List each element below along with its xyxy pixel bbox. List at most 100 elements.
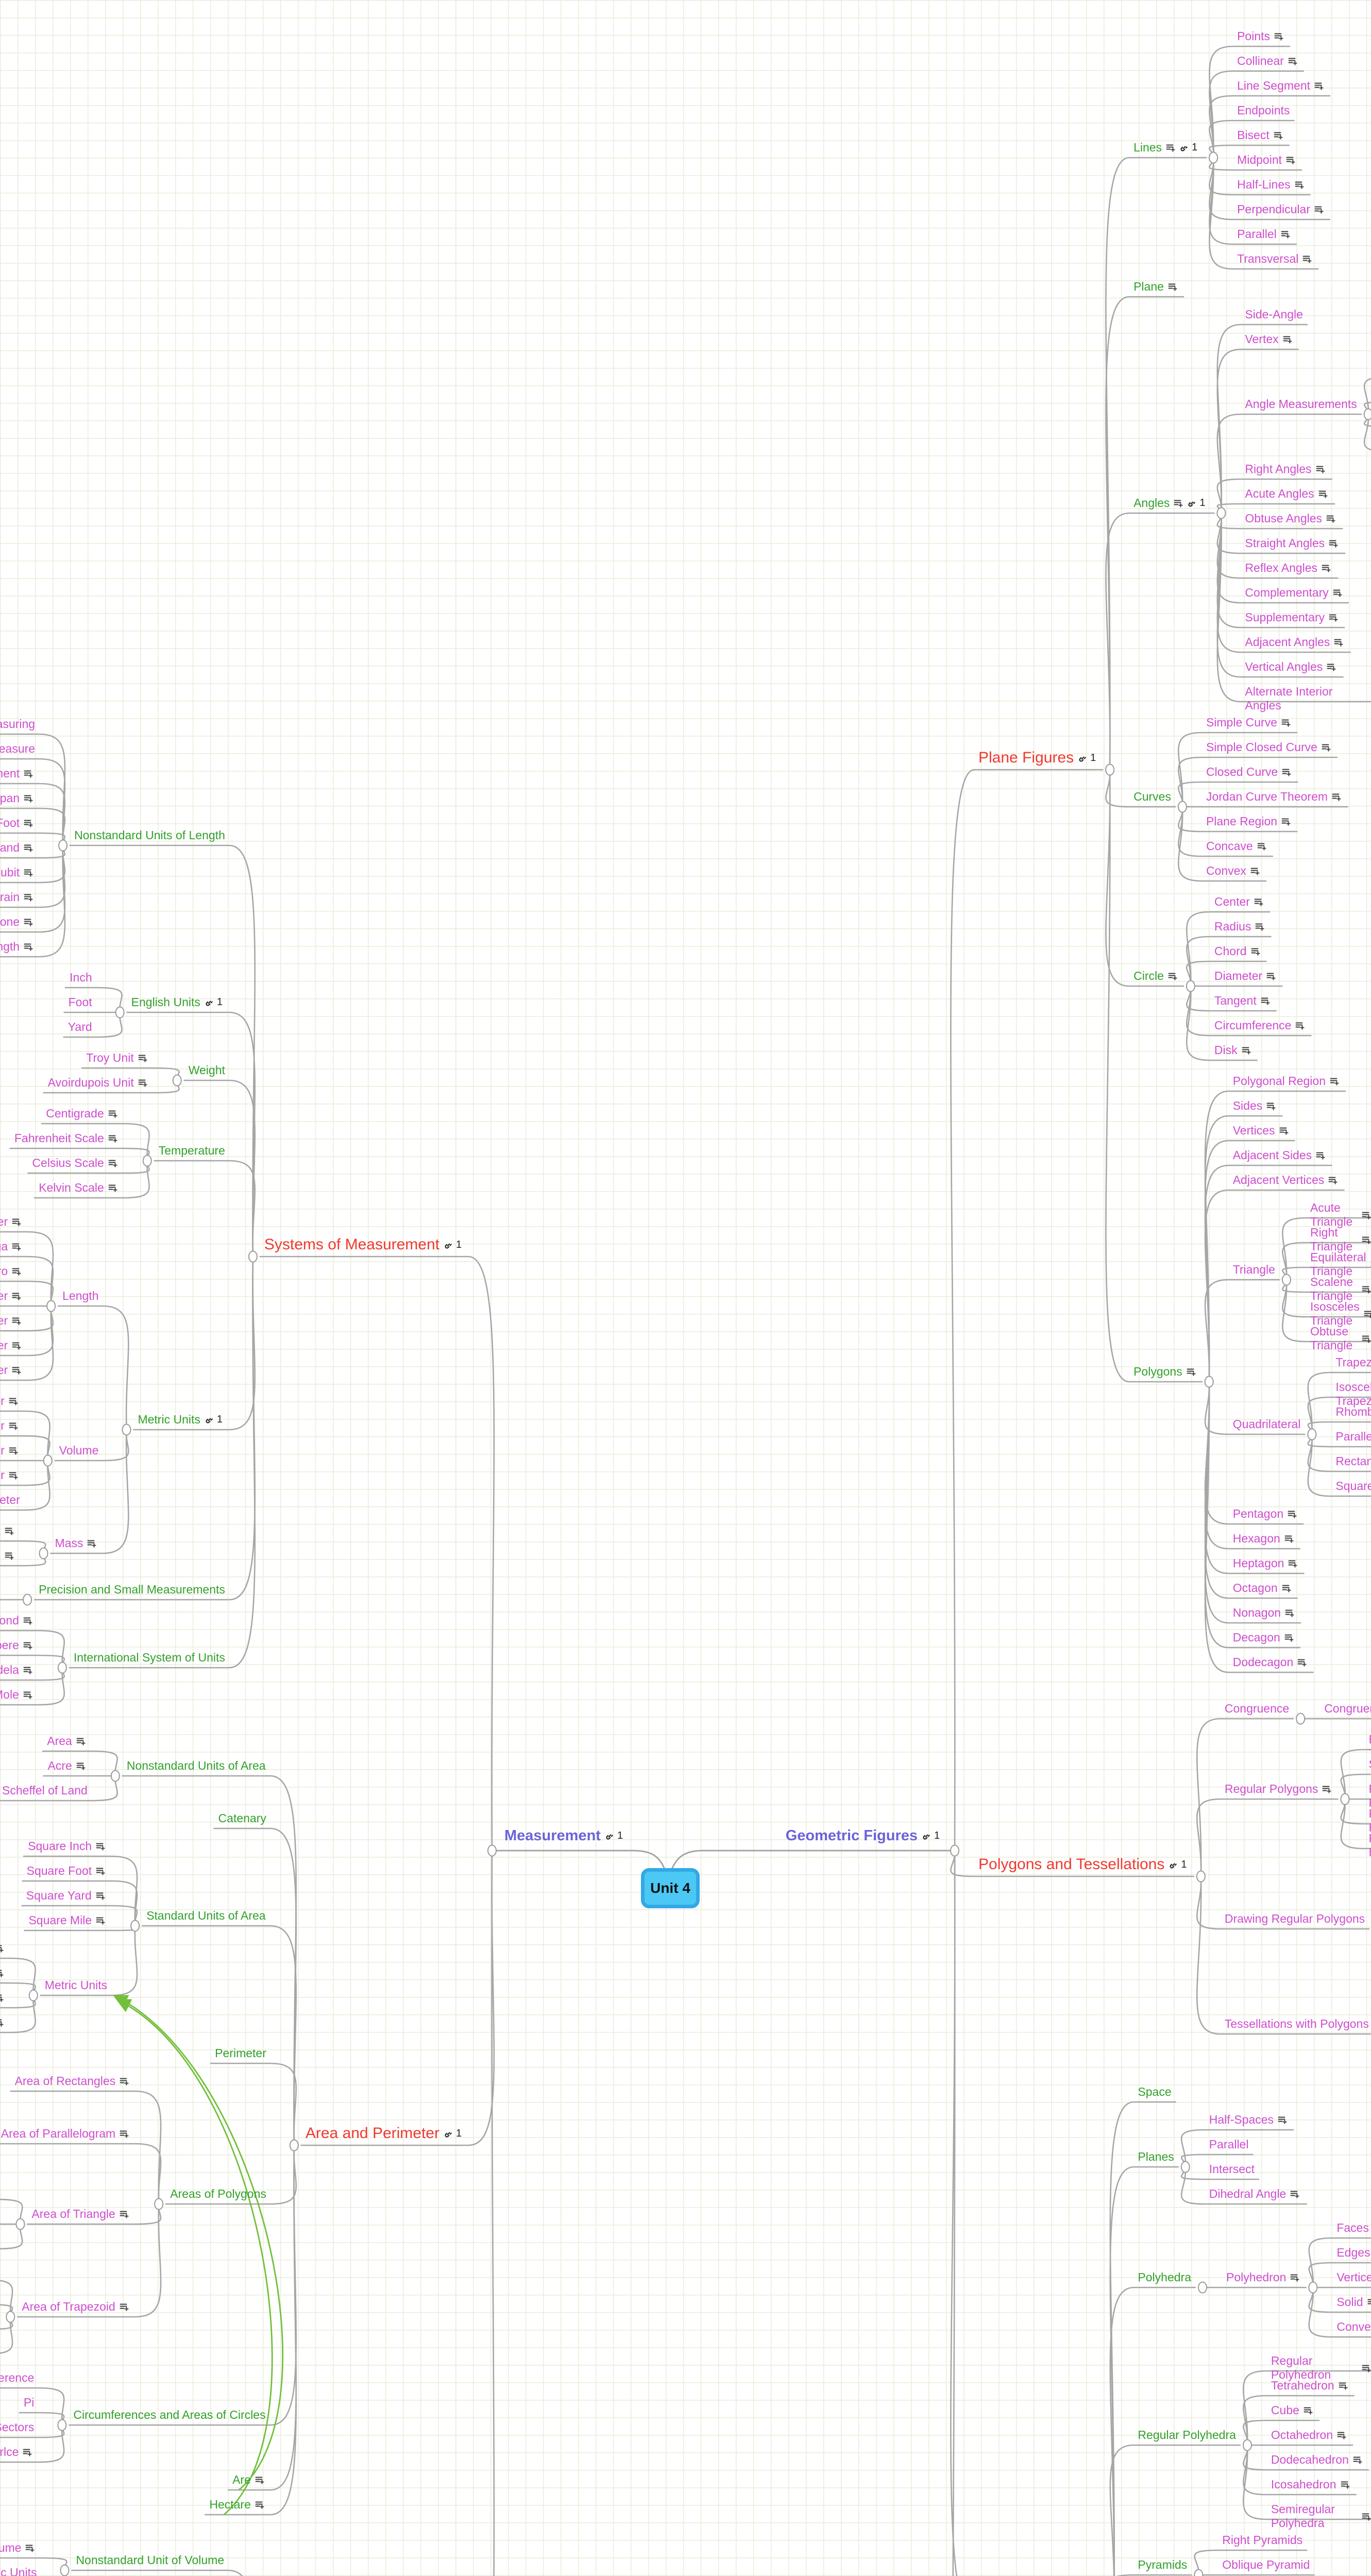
node-centigrade[interactable]: Centigrade: [46, 1107, 117, 1121]
node-icosahedron[interactable]: Icosahedron: [1271, 2478, 1350, 2492]
note-icon[interactable]: [1260, 996, 1270, 1006]
node-polygonal-region[interactable]: Polygonal Region: [1233, 1074, 1339, 1088]
node-catenary[interactable]: Catenary: [218, 1811, 266, 1825]
note-icon[interactable]: [138, 1078, 147, 1088]
note-icon[interactable]: [1361, 1210, 1371, 1220]
node-square-inch[interactable]: Square Inch: [28, 1839, 105, 1853]
note-icon[interactable]: [1361, 2363, 1371, 2373]
note-icon[interactable]: [23, 1616, 32, 1625]
note-icon[interactable]: [1266, 1101, 1276, 1111]
note-icon[interactable]: [95, 1841, 105, 1851]
node-area-of-cirlce[interactable]: Area of Cirlce: [0, 2445, 32, 2459]
node-adjacent-sides[interactable]: Adjacent Sides: [1233, 1148, 1325, 1162]
node-length[interactable]: Length: [62, 1289, 98, 1303]
node-sides[interactable]: Sides: [1233, 1099, 1276, 1113]
node-circumference[interactable]: Circumference: [0, 2371, 34, 2385]
node-nonstandard-unit-of-volume[interactable]: Nonstandard Unit of Volume: [76, 2553, 224, 2567]
node-triangle[interactable]: Triangle: [1233, 1263, 1275, 1277]
node-measuring[interactable]: Measuring: [0, 717, 35, 731]
link-icon[interactable]: [204, 1414, 215, 1425]
node-are[interactable]: Are: [232, 2473, 264, 2487]
note-icon[interactable]: [138, 1053, 147, 1063]
node-regular-heptagon[interactable]: Regular Heptagon: [1368, 1832, 1371, 1859]
node-grain[interactable]: Grain: [0, 890, 33, 904]
note-icon[interactable]: [23, 942, 33, 952]
note-icon[interactable]: [1167, 282, 1177, 292]
note-icon[interactable]: [23, 818, 33, 828]
node-octagon[interactable]: Octagon: [1233, 1581, 1291, 1595]
note-icon[interactable]: [1285, 155, 1295, 165]
note-icon[interactable]: [1361, 1235, 1371, 1245]
node-rectangle[interactable]: Rectangle: [1335, 1454, 1371, 1468]
node-kilometer[interactable]: Kilometer: [0, 1363, 21, 1377]
note-icon[interactable]: [1363, 1309, 1371, 1319]
node-yard[interactable]: Yard: [68, 1020, 92, 1034]
link-icon[interactable]: [604, 1831, 615, 1841]
note-icon[interactable]: [23, 1640, 32, 1650]
note-icon[interactable]: [1290, 2273, 1299, 2282]
node-congruent[interactable]: Congruent: [1324, 1702, 1371, 1716]
node-pi[interactable]: Pi: [24, 2396, 34, 2410]
note-icon[interactable]: [0, 1943, 4, 1953]
note-icon[interactable]: [1315, 464, 1325, 474]
node-adjacent-angles[interactable]: Adjacent Angles: [1245, 635, 1343, 649]
note-icon[interactable]: [23, 769, 33, 778]
node-hectare[interactable]: Hectare: [209, 2498, 264, 2512]
note-icon[interactable]: [1361, 2512, 1371, 2521]
note-icon[interactable]: [1287, 1509, 1297, 1519]
note-icon[interactable]: [1254, 897, 1263, 907]
node-equilateral-triangle[interactable]: Equilateral Triangle: [1368, 1733, 1371, 1760]
node-closed-curve[interactable]: Closed Curve: [1206, 765, 1291, 779]
note-icon[interactable]: [0, 1993, 4, 2003]
note-icon[interactable]: [1328, 538, 1338, 548]
node-liter[interactable]: Liter: [0, 1394, 18, 1408]
note-icon[interactable]: [95, 1866, 105, 1876]
note-icon[interactable]: [1282, 334, 1292, 344]
node-jordan-curve-theorem[interactable]: Jordan Curve Theorem: [1206, 790, 1341, 804]
node-diameter[interactable]: Diameter: [1214, 969, 1276, 983]
node-perpendicular[interactable]: Perpendicular: [1237, 202, 1324, 216]
note-icon[interactable]: [4, 1551, 14, 1561]
note-icon[interactable]: [11, 1341, 21, 1350]
node-acre[interactable]: Acre: [48, 1759, 86, 1773]
node-square-foot[interactable]: Square Foot: [27, 1864, 106, 1878]
note-icon[interactable]: [108, 1183, 117, 1193]
note-icon[interactable]: [1333, 637, 1343, 647]
note-icon[interactable]: [1302, 254, 1312, 264]
node-quadrilateral[interactable]: Quadrilateral: [1233, 1417, 1301, 1431]
node-foot[interactable]: Foot: [69, 995, 92, 1009]
note-icon[interactable]: [1277, 2115, 1287, 2125]
node-dodecahedron[interactable]: Dodecahedron: [1271, 2453, 1362, 2467]
note-icon[interactable]: [1303, 2405, 1313, 2415]
node-rhombus[interactable]: Rhombus: [1335, 1405, 1371, 1419]
node-acute-triangle[interactable]: Acute Triangle: [1310, 1201, 1371, 1229]
link-icon[interactable]: [443, 2128, 454, 2139]
node-regular-pentagon[interactable]: Regular Pentagon: [1368, 1782, 1371, 1810]
node-weight[interactable]: Weight: [189, 1063, 225, 1077]
node-semiregular-polyhedra[interactable]: Semiregular Polyhedra: [1271, 2502, 1371, 2530]
node-straight-angles[interactable]: Straight Angles: [1245, 536, 1338, 550]
node-standard-units-of-area[interactable]: Standard Units of Area: [146, 1909, 265, 1923]
node-plane-region[interactable]: Plane Region: [1206, 815, 1291, 828]
node-hand[interactable]: Hand: [0, 841, 33, 855]
link-icon[interactable]: [443, 1240, 454, 1250]
node-mega[interactable]: Mega: [0, 1240, 21, 1253]
node-tessellations-with-polygons[interactable]: Tessellations with Polygons: [1225, 2017, 1369, 2031]
node-regular-polygons[interactable]: Regular Polygons: [1225, 1782, 1332, 1796]
link-icon[interactable]: [1168, 1859, 1179, 1870]
node-midpoint[interactable]: Midpoint: [1237, 153, 1295, 167]
node-bisect[interactable]: Bisect: [1237, 128, 1283, 142]
note-icon[interactable]: [119, 2302, 129, 2312]
node-circle[interactable]: Circle: [1133, 969, 1177, 983]
node-measurement[interactable]: Measurement: [0, 767, 33, 781]
note-icon[interactable]: [23, 917, 33, 927]
node-vertex[interactable]: Vertex: [1245, 332, 1292, 346]
node-pyramids[interactable]: Pyramids: [1138, 2558, 1187, 2572]
note-icon[interactable]: [23, 892, 33, 902]
